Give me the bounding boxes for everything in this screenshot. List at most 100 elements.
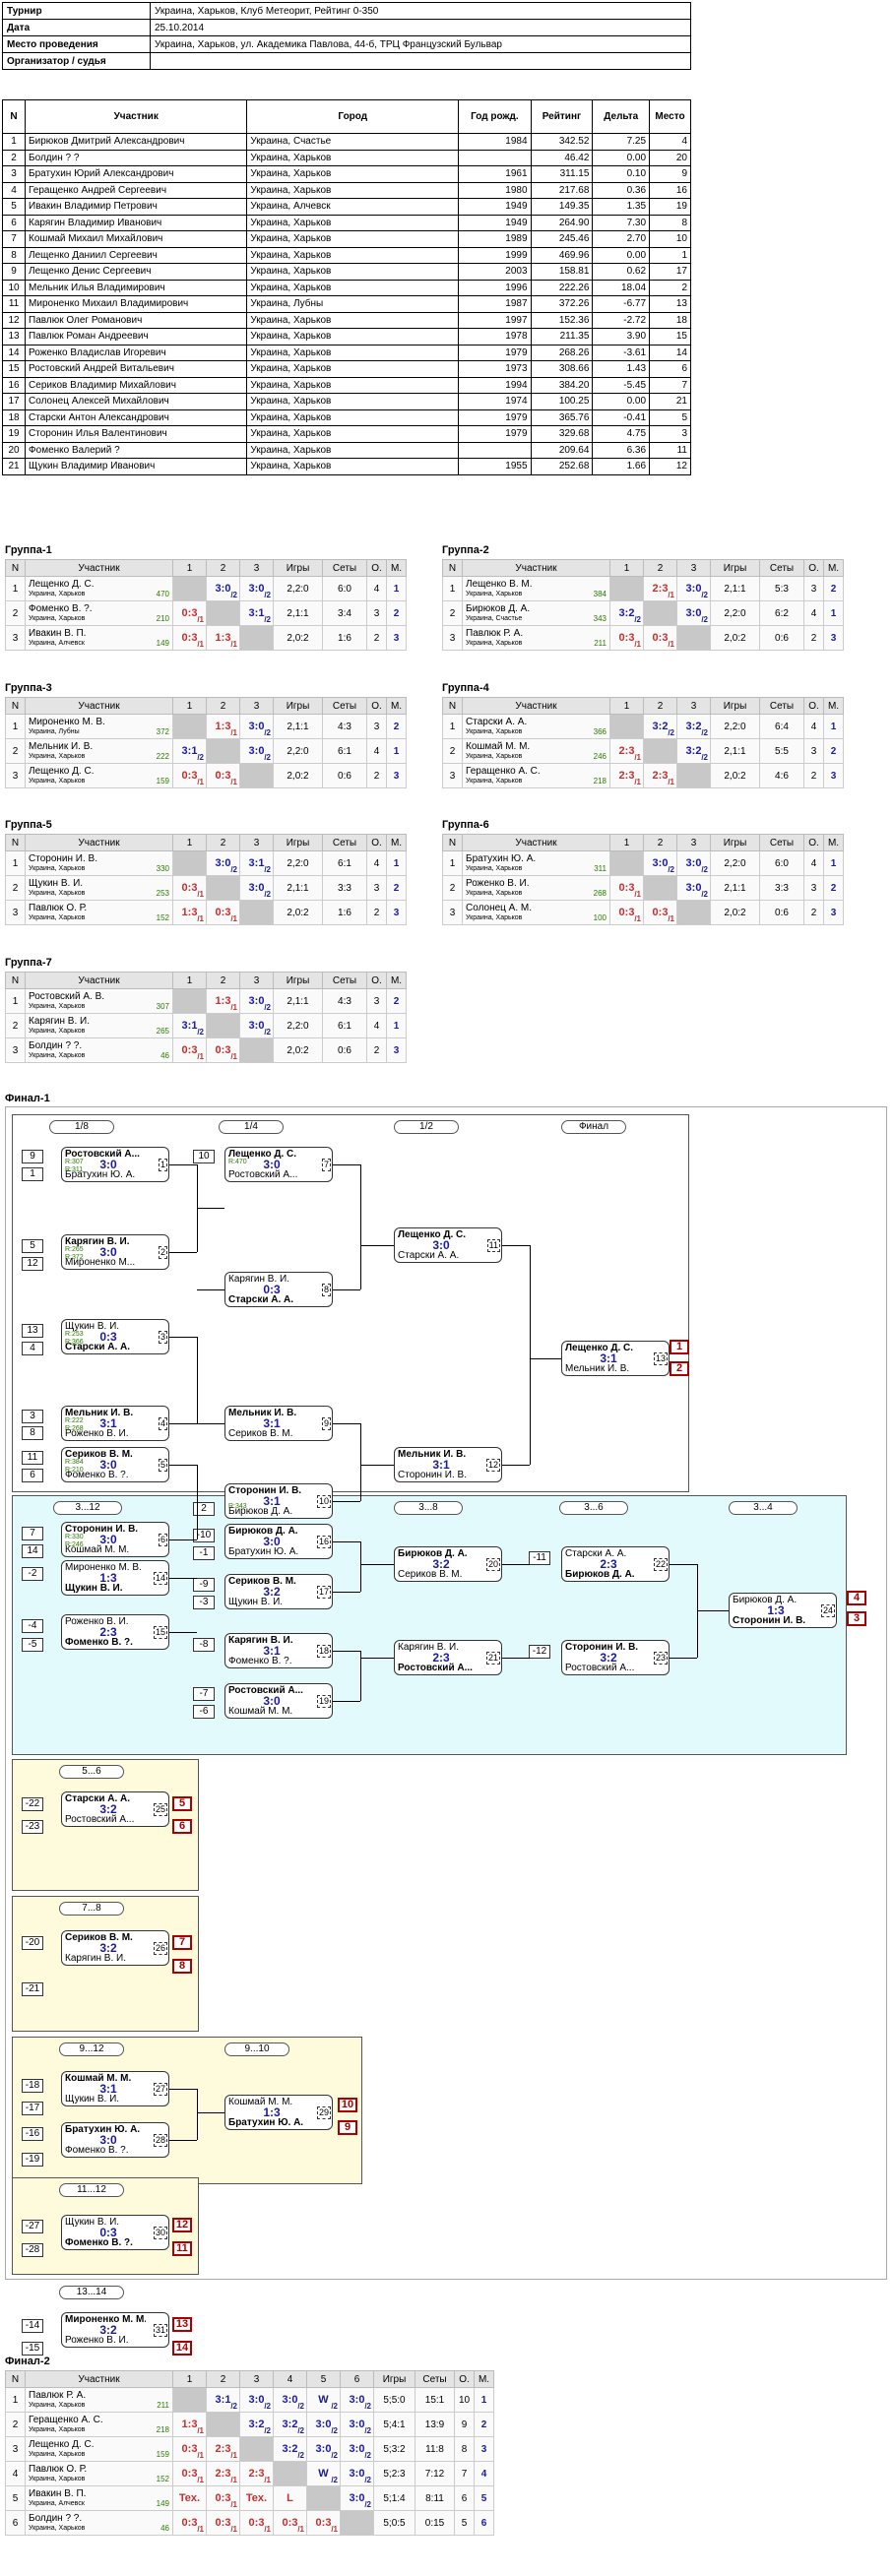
match-player-b[interactable]: Сериков В. М.	[228, 1428, 293, 1439]
match-player-a[interactable]: Кошмай М. М.	[228, 2097, 293, 2107]
match-player-a[interactable]: Карягин В. И.	[65, 1236, 130, 1247]
match-player-a[interactable]: Старски А. А.	[65, 1793, 131, 1804]
match-player-a[interactable]: Щукин В. И.	[65, 2217, 120, 2228]
player-name[interactable]: Мельник И. В.	[29, 741, 94, 753]
match-player-b[interactable]: Ростовский А...	[398, 1663, 473, 1673]
match-player-b[interactable]: Щукин В. И.	[65, 2094, 120, 2105]
match-player-b[interactable]: Кошмай М. М.	[228, 1706, 293, 1717]
match-player-a[interactable]: Мироненко М. М.	[65, 2314, 146, 2325]
match-player-b[interactable]: Сериков В. М.	[398, 1569, 463, 1580]
match-player-a[interactable]: Бирюков Д. А.	[733, 1595, 798, 1605]
player-name[interactable]: Павлюк Р. А.	[29, 2390, 87, 2402]
match-player-a[interactable]: Сторонин И. В.	[565, 1642, 639, 1653]
match-player-a[interactable]: Ростовский А...	[228, 1685, 303, 1696]
match-player-b[interactable]: Фоменко В. ?.	[65, 1470, 129, 1480]
match-player-b[interactable]: Роженко В. И.	[65, 2335, 129, 2346]
match-player-a[interactable]: Сериков В. М.	[228, 1576, 296, 1587]
player-name[interactable]: Ростовский А. В.	[29, 991, 105, 1003]
match-player-b[interactable]: Старски А. А.	[398, 1250, 460, 1261]
match-player-a[interactable]: Старски А. А.	[565, 1548, 627, 1559]
player-name[interactable]: Солонец А. М.	[466, 903, 532, 914]
match-player-a[interactable]: Сериков В. М.	[65, 1449, 133, 1460]
match-player-a[interactable]: Щукин В. И.	[65, 1321, 120, 1332]
player-name[interactable]: Павлюк О. Р.	[29, 2464, 88, 2476]
player-name[interactable]: Болдин ? ?.	[29, 1040, 83, 1052]
player-name[interactable]: Павлюк Р. А.	[466, 628, 524, 640]
match-player-a[interactable]: Мироненко М. В.	[65, 1562, 142, 1573]
player-name[interactable]: Павлюк О. Р.	[29, 903, 88, 914]
match-player-b[interactable]: Сторонин И. В.	[733, 1615, 806, 1626]
player-name[interactable]: Щукин В. И.	[29, 878, 84, 890]
match-player-b[interactable]: Щукин В. И.	[228, 1597, 284, 1607]
match-player-a[interactable]: Лещенко Д. С.	[228, 1149, 297, 1160]
match-player-b[interactable]: Братухин Ю. А.	[228, 2117, 304, 2128]
player-name[interactable]: Геращенко А. С.	[466, 766, 541, 778]
player-name[interactable]: Лещенко Д. С.	[29, 766, 95, 778]
match-player-a[interactable]: Сериков В. М.	[65, 1932, 133, 1943]
player-name[interactable]: Геращенко А. С.	[29, 2415, 103, 2426]
match-player-a[interactable]: Мельник И. В.	[65, 1408, 134, 1418]
match-player-b[interactable]: Щукин В. И.	[65, 1583, 123, 1594]
match-player-b[interactable]: Роженко В. И.	[65, 1428, 129, 1439]
match-player-b[interactable]: Братухин Ю. А.	[228, 1546, 299, 1557]
match-player-b[interactable]: Братухин Ю. А.	[65, 1169, 136, 1180]
match-player-a[interactable]: Бирюков Д. А.	[228, 1526, 298, 1537]
match-player-b[interactable]: Старски А. А.	[228, 1294, 294, 1305]
match-player-b[interactable]: Кошмай М. М.	[65, 1544, 130, 1555]
player-name[interactable]: Мироненко М. В.	[29, 717, 105, 728]
match-player-a[interactable]: Братухин Ю. А.	[65, 2124, 141, 2135]
match-player-a[interactable]: Лещенко Д. С.	[565, 1343, 634, 1353]
player-name[interactable]: Роженко В. И.	[466, 878, 530, 890]
match-player-a[interactable]: Бирюков Д. А.	[398, 1548, 468, 1559]
match-player-b[interactable]: Фоменко В. ?.	[65, 2145, 129, 2156]
match-player-b[interactable]: Бирюков Д. А.	[565, 1569, 635, 1580]
player-name[interactable]: Лещенко Д. С.	[29, 579, 95, 591]
match-player-b[interactable]: Мироненко М...	[65, 1257, 136, 1268]
player-name[interactable]: Старски А. А.	[466, 717, 528, 728]
player-name[interactable]: Болдин ? ?.	[29, 2513, 83, 2525]
match-player-a[interactable]: Сторонин И. В.	[65, 1524, 139, 1535]
match-player-b[interactable]: Ростовский А...	[228, 1169, 298, 1180]
player-name[interactable]: Кошмай М. М.	[466, 741, 531, 753]
player-name[interactable]: Ивакин В. П.	[29, 628, 87, 640]
match-player-a[interactable]: Мельник И. В.	[228, 1408, 297, 1418]
match-player-a[interactable]: Карягин В. И.	[228, 1274, 289, 1285]
match-player-a[interactable]: Роженко В. И.	[65, 1616, 129, 1627]
player-name[interactable]: Братухин Ю. А.	[466, 853, 537, 865]
match-player-b[interactable]: Старски А. А.	[65, 1342, 131, 1352]
match-player-b[interactable]: Сторонин И. В.	[398, 1470, 467, 1480]
match-player-b[interactable]: Ростовский А...	[65, 1814, 135, 1825]
match-player-b[interactable]: Фоменко В. ?.	[65, 1637, 133, 1648]
match-player-a[interactable]: Кошмай М. М.	[65, 2073, 132, 2084]
player-name[interactable]: Лещенко Д. С.	[29, 2439, 95, 2451]
match-player-a[interactable]: Карягин В. И.	[398, 1642, 459, 1653]
